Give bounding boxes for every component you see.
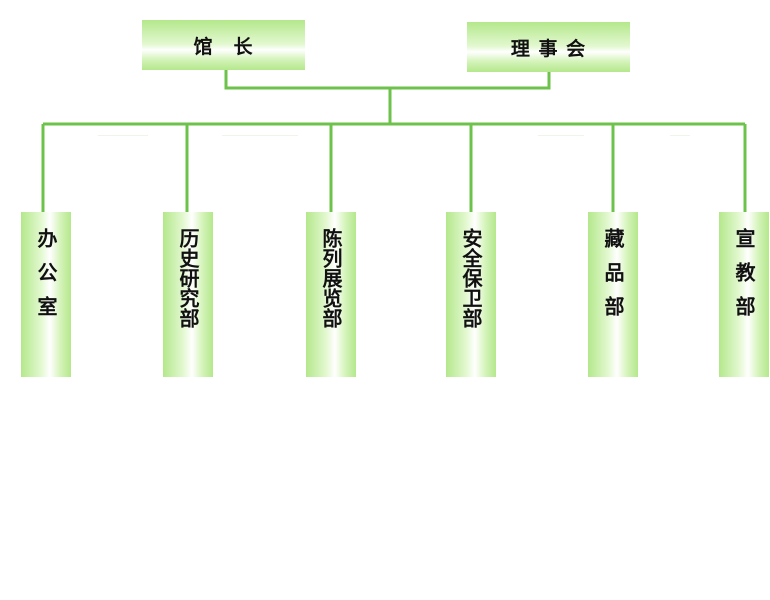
director-box: 馆 长 (142, 20, 305, 70)
connector-director (224, 68, 390, 90)
dept-label: 藏品部 (601, 228, 625, 330)
dept-box-collections: 藏品部 (588, 212, 638, 377)
dept-label: 历史研究部 (176, 228, 200, 328)
faint-rule (98, 135, 148, 136)
faint-rule (538, 135, 584, 136)
dept-label: 陈列展览部 (319, 228, 343, 328)
dept-box-history-research: 历史研究部 (163, 212, 213, 377)
dept-box-education: 宣教部 (719, 212, 769, 377)
board-box: 理 事 会 (467, 22, 630, 72)
dept-label: 办公室 (34, 228, 58, 330)
dept-box-office: 办公室 (21, 212, 71, 377)
connector-board (390, 70, 551, 90)
dept-box-security: 安全保卫部 (446, 212, 496, 377)
dept-label: 宣教部 (732, 228, 756, 330)
faint-rule (670, 135, 690, 136)
faint-rule (222, 135, 298, 136)
director-label: 馆 长 (193, 35, 254, 58)
board-label: 理 事 会 (510, 37, 587, 60)
dept-box-exhibition: 陈列展览部 (306, 212, 356, 377)
dept-label: 安全保卫部 (459, 228, 483, 328)
